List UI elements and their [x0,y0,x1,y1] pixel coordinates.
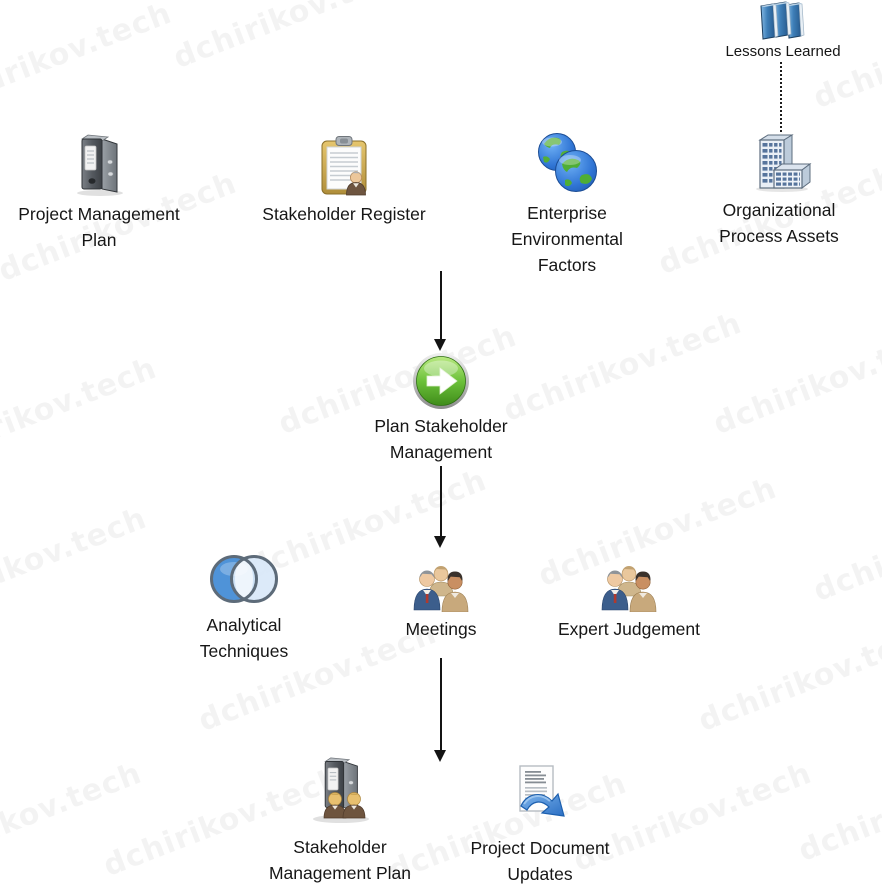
arrow-tools-to-outputs [440,658,442,750]
arrowhead-inputs-to-process [434,339,446,351]
twin-globes-icon [532,131,602,195]
node-label: Organizational Process Assets [719,200,839,246]
node-label: Lessons Learned [725,43,841,60]
node-label: Stakeholder Management Plan [268,837,412,883]
node-label: Stakeholder Register [262,204,426,224]
node-label: Plan Stakeholder Management [374,416,508,462]
node-stakeholder-register: Stakeholder Register [229,135,459,227]
arrow-inputs-to-process [440,271,442,339]
node-analytical-techniques: Analytical Techniques [184,553,304,664]
node-stakeholder-management-plan: Stakeholder Management Plan [265,755,415,886]
node-label: Project Document Updates [470,838,610,884]
green-arrow-button-icon [412,352,470,410]
node-expert-judgement: Expert Judgement [529,562,729,642]
watermark-text: dchirikov.tech [169,0,417,76]
document-update-icon [508,762,572,828]
node-label: Enterprise Environmental Factors [511,203,623,275]
venn-circles-icon [207,553,281,605]
arrowhead-process-to-tools [434,536,446,548]
binder-people-icon [307,755,373,828]
node-label: Project Management Plan [18,204,180,250]
watermark-text: dchirikov.tech [499,306,747,429]
node-enterprise-environmental-factors: Enterprise Environmental Factors [502,131,632,278]
books-icon [754,0,812,40]
node-project-management-plan: Project Management Plan [9,132,189,253]
arrowhead-tools-to-outputs [434,750,446,762]
node-plan-stakeholder-management: Plan Stakeholder Management [356,352,526,465]
node-project-document-updates: Project Document Updates [460,762,620,887]
node-meetings: Meetings [381,562,501,642]
clipboard-person-icon [313,135,375,197]
node-lessons-learned: Lessons Learned [708,0,858,62]
node-organizational-process-assets: Organizational Process Assets [699,130,859,249]
watermark-text: dchirikov.tech [809,486,882,609]
dotted-connector [780,62,782,132]
watermark-text: dchirikov.tech [794,746,882,869]
arrow-process-to-tools [440,466,442,536]
watermark-text: dchirikov.tech [0,351,162,474]
node-label: Analytical Techniques [199,615,289,661]
binder-icon [72,132,126,197]
watermark-text: dchirikov.tech [0,0,177,119]
people-group-icon [599,562,659,612]
node-label: Meetings [405,619,477,639]
watermark-text: dchirikov.tech [0,501,152,624]
node-label: Expert Judgement [557,619,701,639]
watermark-text: dchirikov.tech [709,319,882,442]
office-building-icon [746,130,812,193]
people-group-icon [411,562,471,612]
watermark-text: dchirikov.tech [0,756,147,879]
